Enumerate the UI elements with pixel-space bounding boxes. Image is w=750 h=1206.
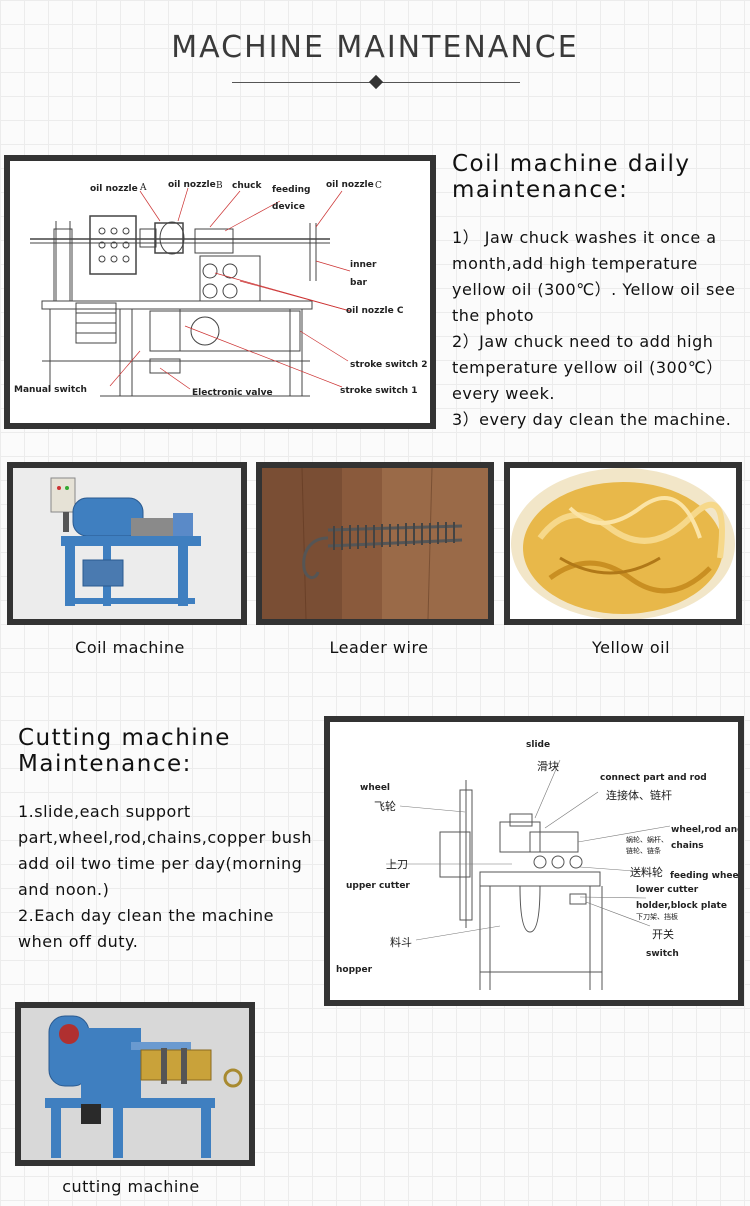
label-upper-cutter: upper cutter	[346, 881, 410, 891]
label-slide: slide	[526, 740, 550, 750]
cutting-maintenance-paragraph: 1.slide,each support part,wheel,rod,chai…	[18, 799, 323, 955]
label-feeding: feeding	[272, 185, 311, 195]
coil-para-line: month,add high temperature	[452, 254, 698, 273]
label-letter-c: C	[375, 181, 382, 191]
cutting-heading-line-2: Maintenance:	[18, 751, 192, 777]
label-wheel-rod: wheel,rod and	[671, 825, 738, 835]
coil-para-line: temperature yellow oil (300℃）	[452, 358, 723, 377]
coil-maintenance-heading: Coil machine daily maintenance:	[452, 151, 742, 203]
label-feeding-wheel: feeding wheel	[670, 871, 738, 881]
coil-para-line: every week.	[452, 384, 555, 403]
coil-diagram-drawing: oil nozzle A oil nozzle B chuck feeding …	[14, 180, 427, 398]
label-oil-nozzle-a: oil nozzle	[90, 184, 138, 194]
cutting-para-line: and noon.)	[18, 880, 110, 899]
coil-machine-diagram: oil nozzle A oil nozzle B chuck feeding …	[4, 155, 436, 429]
divider-diamond	[368, 74, 384, 90]
label-chains-cn-1: 蜗轮、蜗杆、	[626, 835, 668, 844]
label-electronic-valve: Electronic valve	[192, 388, 273, 398]
coil-para-line: 2）Jaw chuck need to add high	[452, 332, 714, 351]
coil-maintenance-paragraph: 1） Jaw chuck washes it once a month,add …	[452, 225, 746, 433]
label-switch-cn: 开关	[652, 927, 674, 941]
cutting-para-line: add oil two time per day(morning	[18, 854, 303, 873]
cutting-machine-illustration	[45, 1015, 243, 1158]
label-letter-b: B	[216, 181, 223, 191]
cutting-diagram-drawing: slide 滑块 connect part and rod 连接体、链杆 whe…	[336, 740, 738, 990]
label-feeding-cn: 送料轮	[630, 865, 663, 879]
label-wheel: wheel	[360, 783, 390, 793]
label-lower-cutter: lower cutter	[636, 885, 699, 895]
caption-cutting-machine: cutting machine	[62, 1177, 200, 1196]
label-oil-nozzle-c-top: oil nozzle	[326, 180, 374, 190]
label-upper-cutter-cn: 上刀	[386, 858, 408, 871]
label-stroke-switch-1: stroke switch 1	[340, 386, 417, 396]
page-title: MACHINE MAINTENANCE	[171, 30, 579, 65]
label-connect: connect part and rod	[600, 773, 707, 783]
cutting-para-line: part,wheel,rod,chains,copper bush	[18, 828, 313, 847]
coil-para-line: yellow oil (300℃）. Yellow oil see	[452, 280, 736, 299]
label-device: device	[272, 202, 305, 212]
caption-yellow-oil: Yellow oil	[591, 638, 671, 657]
label-inner: inner	[350, 260, 377, 270]
caption-leader-wire: Leader wire	[329, 638, 429, 657]
label-oil-nozzle-c: oil nozzle C	[346, 306, 404, 316]
coil-heading-line-1: Coil machine daily	[452, 151, 691, 177]
label-manual-switch: Manual switch	[14, 385, 87, 395]
leader-wire-photo	[256, 462, 494, 625]
label-chains: chains	[671, 841, 704, 851]
label-wheel-cn: 飞轮	[374, 799, 396, 813]
coil-heading-line-2: maintenance:	[452, 177, 629, 203]
label-holder-cn: 下刀架、挡板	[636, 912, 678, 921]
coil-para-line: 3）every day clean the machine.	[452, 410, 732, 429]
label-hopper-cn: 料斗	[390, 935, 412, 949]
cutting-machine-photo	[15, 1002, 255, 1166]
coil-para-line: the photo	[452, 306, 534, 325]
cutting-para-line: when off duty.	[18, 932, 139, 951]
label-connect-cn: 连接体、链杆	[606, 788, 672, 802]
leader-wire-illustration	[262, 468, 488, 619]
label-slide-cn: 滑块	[537, 760, 559, 773]
coil-machine-photo	[7, 462, 247, 625]
caption-coil-machine: Coil machine	[75, 638, 185, 657]
coil-para-line: 1） Jaw chuck washes it once a	[452, 228, 717, 247]
cutting-para-line: 2.Each day clean the machine	[18, 906, 274, 925]
cutting-heading-line-1: Cutting machine	[18, 725, 231, 751]
label-letter-a: A	[139, 183, 147, 193]
label-switch: switch	[646, 949, 679, 959]
cutting-para-line: 1.slide,each support	[18, 802, 191, 821]
yellow-oil-illustration	[511, 468, 735, 619]
cutting-machine-diagram: slide 滑块 connect part and rod 连接体、链杆 whe…	[324, 716, 744, 1006]
label-bar: bar	[350, 278, 368, 288]
label-oil-nozzle-b: oil nozzle	[168, 180, 216, 190]
label-chains-cn-2: 链轮、链条	[626, 846, 661, 855]
label-stroke-switch-2: stroke switch 2	[350, 360, 427, 370]
cutting-maintenance-heading: Cutting machine Maintenance:	[18, 725, 308, 777]
label-hopper: hopper	[336, 965, 373, 975]
label-chuck: chuck	[232, 181, 262, 191]
label-holder: holder,block plate	[636, 901, 727, 911]
coil-machine-illustration	[50, 477, 201, 606]
yellow-oil-photo	[504, 462, 742, 625]
